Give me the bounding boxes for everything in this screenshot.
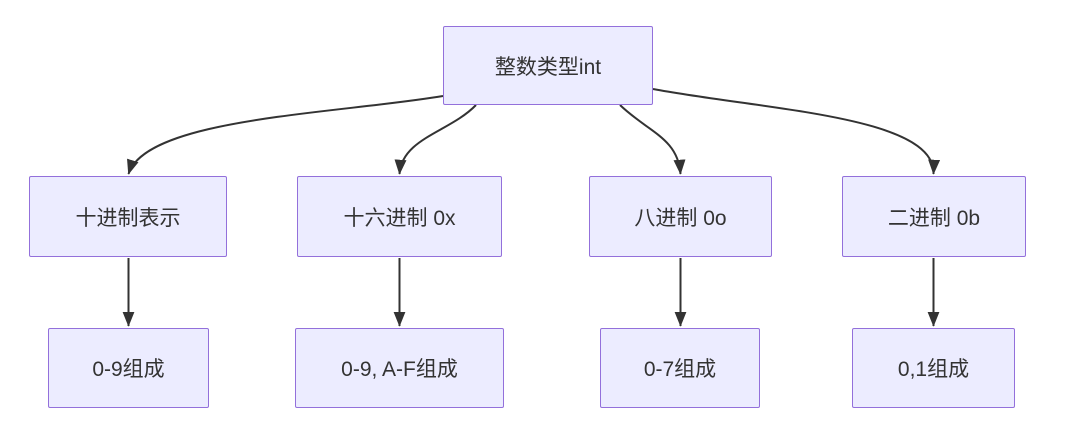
node-decimal-chars-label: 0-9组成	[92, 358, 165, 381]
node-octal-label: 八进制 0o	[634, 206, 727, 230]
node-int-type-label: 整数类型int	[494, 55, 602, 79]
node-decimal-label: 十进制表示	[75, 206, 181, 230]
node-octal-chars-label: 0-7组成	[643, 358, 717, 381]
edge-root-hex	[394, 104, 477, 175]
node-binary-label: 二进制 0b	[887, 206, 981, 230]
node-octal-chars: 0-7组成	[600, 328, 760, 408]
node-binary: 二进制 0b	[842, 176, 1026, 257]
node-decimal-chars: 0-9组成	[48, 328, 209, 408]
node-hex-chars-label: 0-9, A-F组成	[341, 358, 458, 381]
node-int-type: 整数类型int	[443, 26, 653, 105]
node-hex: 十六进制 0x	[297, 176, 502, 257]
node-binary-chars: 0,1组成	[852, 328, 1015, 408]
node-octal: 八进制 0o	[589, 176, 772, 257]
edge-root-decimal	[127, 95, 444, 175]
node-hex-chars: 0-9, A-F组成	[295, 328, 504, 408]
node-binary-chars-label: 0,1组成	[897, 358, 970, 381]
edge-root-binary	[652, 88, 941, 175]
edge-root-octal	[619, 104, 686, 175]
node-hex-label: 十六进制 0x	[343, 206, 456, 230]
node-decimal: 十进制表示	[29, 176, 227, 257]
